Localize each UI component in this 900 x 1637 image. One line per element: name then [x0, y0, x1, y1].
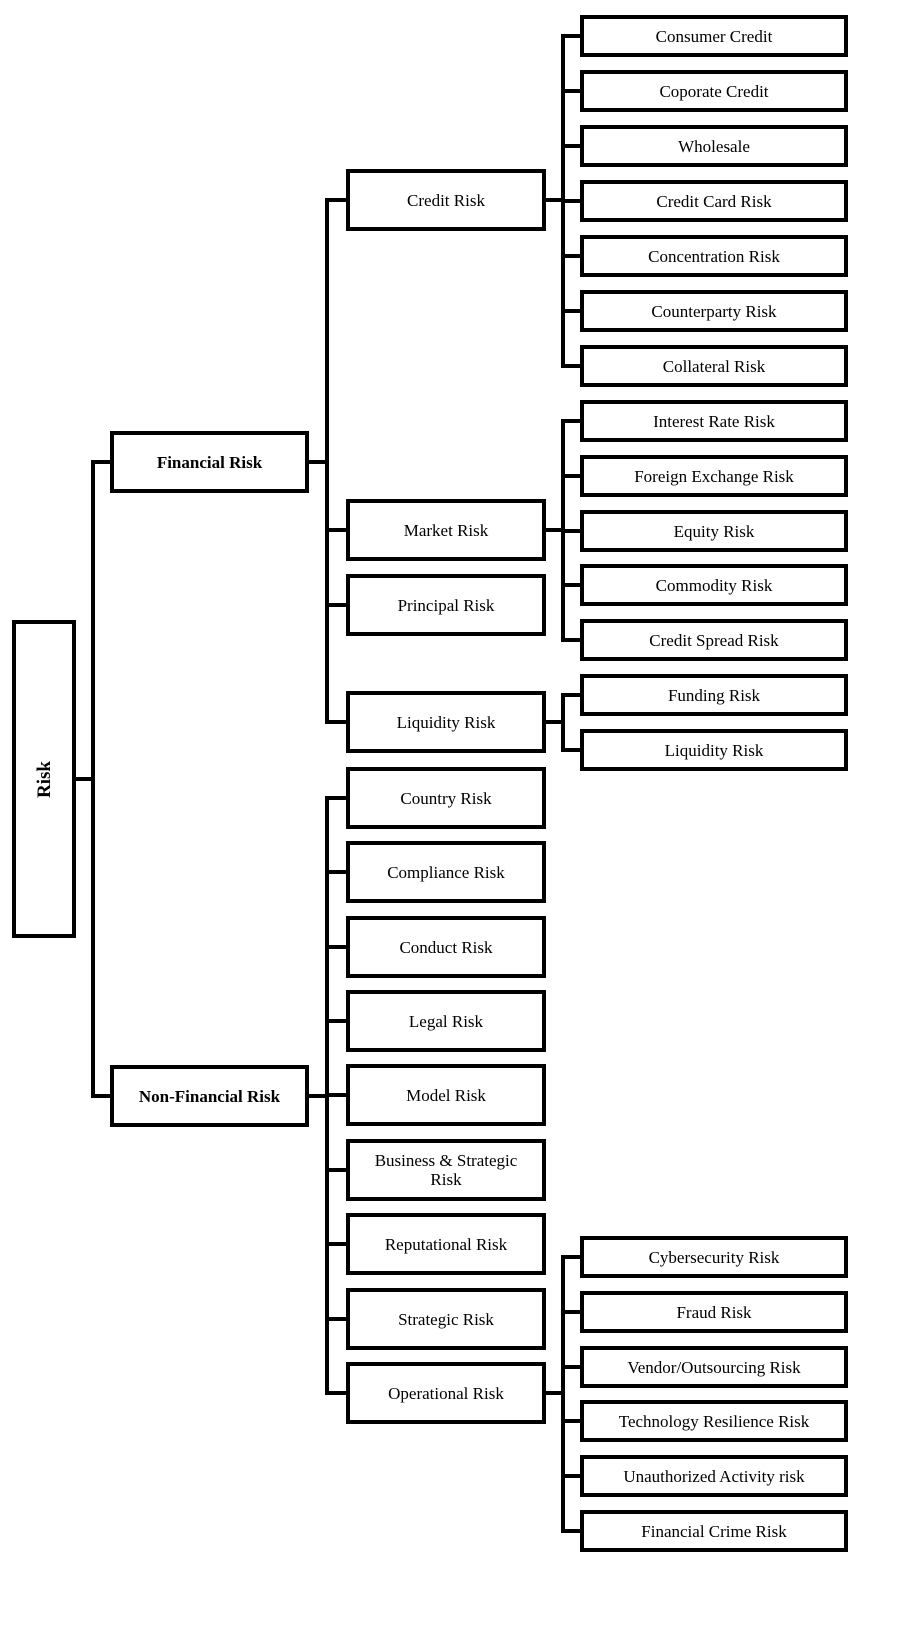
node-financial-crime-risk: Financial Crime Risk [580, 1510, 848, 1552]
node-business-strategic-risk: Business & Strategic Risk [346, 1139, 546, 1201]
node-funding-risk: Funding Risk [580, 674, 848, 716]
node-vendor-outsourcing-risk: Vendor/Outsourcing Risk [580, 1346, 848, 1388]
node-technology-resilience-risk: Technology Resilience Risk [580, 1400, 848, 1442]
node-market-risk: Market Risk [346, 499, 546, 561]
node-concentration-risk: Concentration Risk [580, 235, 848, 277]
node-credit-spread-risk: Credit Spread Risk [580, 619, 848, 661]
node-operational-risk: Operational Risk [346, 1362, 546, 1424]
node-interest-rate-risk: Interest Rate Risk [580, 400, 848, 442]
node-strategic-risk: Strategic Risk [346, 1288, 546, 1350]
node-financial-risk: Financial Risk [110, 431, 309, 493]
node-counterparty-risk: Counterparty Risk [580, 290, 848, 332]
node-risk: Risk [12, 620, 76, 938]
node-fraud-risk: Fraud Risk [580, 1291, 848, 1333]
node-consumer-credit: Consumer Credit [580, 15, 848, 57]
node-credit-risk: Credit Risk [346, 169, 546, 231]
node-coporate-credit: Coporate Credit [580, 70, 848, 112]
node-collateral-risk: Collateral Risk [580, 345, 848, 387]
node-model-risk: Model Risk [346, 1064, 546, 1126]
node-equity-risk: Equity Risk [580, 510, 848, 552]
node-principal-risk: Principal Risk [346, 574, 546, 636]
node-liquidity-risk: Liquidity Risk [346, 691, 546, 753]
node-legal-risk: Legal Risk [346, 990, 546, 1052]
node-wholesale: Wholesale [580, 125, 848, 167]
node-conduct-risk: Conduct Risk [346, 916, 546, 978]
node-foreign-exchange-risk: Foreign Exchange Risk [580, 455, 848, 497]
node-reputational-risk: Reputational Risk [346, 1213, 546, 1275]
node-unauthorized-activity-risk: Unauthorized Activity risk [580, 1455, 848, 1497]
node-non-financial-risk: Non-Financial Risk [110, 1065, 309, 1127]
node-cybersecurity-risk: Cybersecurity Risk [580, 1236, 848, 1278]
node-compliance-risk: Compliance Risk [346, 841, 546, 903]
node-country-risk: Country Risk [346, 767, 546, 829]
node-risk-label: Risk [33, 760, 55, 798]
node-credit-card-risk: Credit Card Risk [580, 180, 848, 222]
node-commodity-risk: Commodity Risk [580, 564, 848, 606]
node-liquidity-risk-sub: Liquidity Risk [580, 729, 848, 771]
